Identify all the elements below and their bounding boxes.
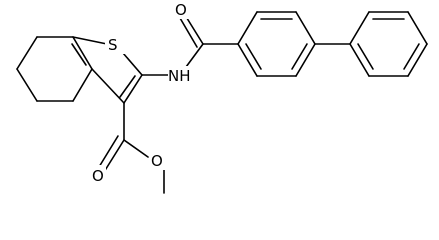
label-bg	[105, 32, 125, 54]
ring1-b6	[237, 43, 258, 77]
label-bg	[149, 150, 165, 170]
ring2-b4	[407, 43, 428, 77]
bond-c2-c3-inner	[119, 75, 136, 98]
ring1-d3	[245, 43, 262, 70]
ring2-b1	[349, 11, 370, 45]
label-bg	[168, 66, 194, 86]
bond-c7a-s	[72, 36, 108, 45]
ring1-d2	[291, 43, 308, 70]
ring2-d2	[403, 43, 420, 70]
bond-c6-c5	[16, 68, 38, 102]
ester-carbonyl-oxygen-label: O	[92, 167, 104, 185]
bond-s-c2	[122, 52, 143, 76]
amide-oxygen-label: O	[175, 1, 187, 19]
amide-nh-label: NH	[168, 67, 191, 85]
sulfur-label: S	[108, 36, 118, 54]
bonds	[16, 11, 428, 194]
label-bg	[174, 1, 190, 19]
bond-c3-c3a	[91, 68, 125, 104]
ring2-b6	[349, 43, 370, 77]
bond-n-ccarbonyl	[185, 43, 204, 68]
ring2-d3	[357, 43, 374, 70]
bond-c3a-c7a	[72, 36, 93, 70]
bond-c7-c6	[16, 36, 38, 70]
bond-c3a-c7a-inner	[71, 43, 87, 66]
bond-ester-o-single	[123, 139, 149, 158]
bond-ester-o-double-b	[98, 135, 119, 168]
ring1-b4	[295, 43, 316, 77]
atom-labels: S NH O O O	[90, 1, 194, 185]
label-bg	[90, 165, 106, 185]
chemical-structure: S NH O O O	[16, 1, 428, 194]
bond-c4-c3a	[72, 68, 93, 102]
bond-c2-c3	[123, 74, 143, 104]
ester-oxygen-label: O	[151, 152, 163, 170]
bond-ester-o-double-a	[103, 139, 125, 173]
bond-carbonyl-o-b	[179, 17, 198, 48]
bond-carbonyl-o-a	[184, 14, 204, 45]
ring2-b3	[407, 11, 428, 45]
ring1-b1	[237, 11, 258, 45]
ring1-b3	[295, 11, 316, 45]
